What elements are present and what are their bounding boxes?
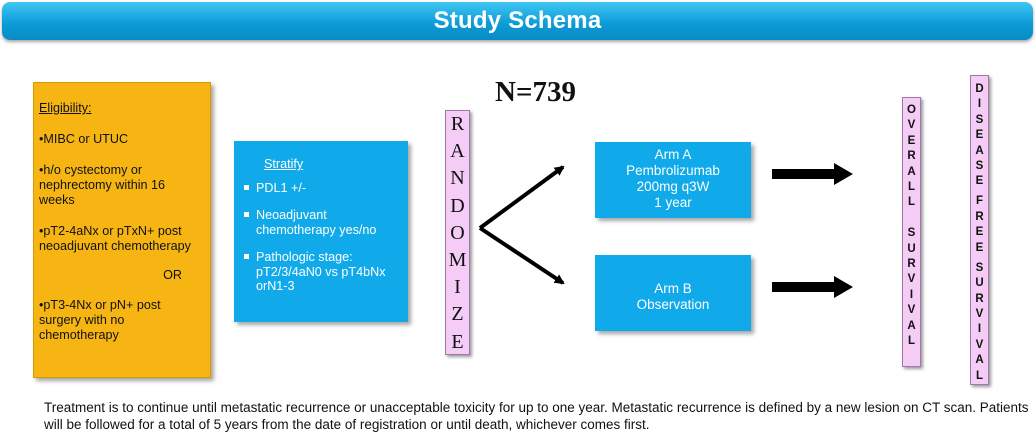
- arm-b-line: Arm B: [654, 281, 692, 296]
- footer-note: Treatment is to continue until metastati…: [44, 400, 1029, 432]
- overall-survival-letter: R: [907, 150, 916, 163]
- overall-survival-letter: A: [907, 165, 916, 178]
- disease-free-survival-letter: I: [977, 98, 982, 111]
- eligibility-item: •pT2-4aNx or pTxN+ post neoadjuvant chem…: [39, 224, 191, 253]
- eligibility-heading: Eligibility:: [39, 101, 92, 115]
- overall-survival-letter: V: [907, 304, 916, 317]
- randomize-letter: M: [448, 248, 467, 271]
- disease-free-survival-letter: V: [975, 307, 984, 320]
- stratify-list: PDL1 +/- Neoadjuvant chemotherapy yes/no…: [240, 181, 400, 294]
- disease-free-survival-letter: E: [975, 129, 984, 142]
- stratify-heading: Stratify: [264, 157, 304, 171]
- randomize-letter: D: [450, 194, 465, 217]
- overall-survival-letter: V: [907, 273, 916, 286]
- overall-survival-letter: I: [909, 288, 914, 301]
- arm-a-line: Pembrolizumab: [626, 163, 720, 178]
- overall-survival-letter: S: [907, 227, 916, 240]
- disease-free-survival-letter: F: [975, 195, 984, 208]
- disease-free-survival-letter: A: [975, 144, 984, 157]
- randomize-letter: N: [450, 167, 465, 190]
- disease-free-survival-letter: S: [975, 113, 984, 126]
- overall-survival-letter: V: [907, 119, 916, 132]
- disease-free-survival-letter: S: [975, 160, 984, 173]
- disease-free-survival-letter: R: [975, 292, 984, 305]
- overall-survival-letter: O: [907, 104, 916, 116]
- randomize-letter: A: [450, 140, 465, 163]
- disease-free-survival-letter: S: [975, 261, 984, 274]
- stratify-item: Neoadjuvant chemotherapy yes/no: [240, 208, 400, 237]
- sample-size-label: N=739: [495, 76, 576, 108]
- page-title: Study Schema: [433, 7, 602, 34]
- disease-free-survival-letter: L: [975, 369, 984, 382]
- disease-free-survival-letter: E: [975, 226, 984, 239]
- randomize-letter: O: [450, 221, 465, 244]
- disease-free-survival-letter: R: [975, 210, 984, 223]
- randomize-arrow-down: [478, 226, 565, 285]
- disease-free-survival-letter: E: [975, 175, 984, 188]
- disease-free-survival-letter: D: [975, 83, 984, 95]
- overall-survival-letter: U: [907, 242, 916, 255]
- arm-a-line: 200mg q3W: [636, 179, 710, 194]
- disease-free-survival-letter: A: [975, 354, 984, 367]
- arm-a-box: Arm A Pembrolizumab 200mg q3W 1 year: [595, 142, 751, 218]
- eligibility-item: •h/o cystectomy or nephrectomy within 16…: [39, 163, 166, 207]
- overall-survival-letter: E: [907, 134, 916, 147]
- stratify-item: PDL1 +/-: [240, 181, 400, 196]
- overall-survival-letter: L: [907, 196, 916, 209]
- overall-survival-letter: L: [907, 335, 916, 348]
- arm-b-box: Arm B Observation: [595, 255, 751, 331]
- overall-survival-letter: A: [907, 319, 916, 332]
- randomize-letter: Z: [451, 303, 464, 326]
- overall-survival-letter: L: [907, 181, 916, 194]
- disease-free-survival-letter: V: [975, 338, 984, 351]
- arm-a-line: Arm A: [654, 147, 692, 162]
- eligibility-item: •MIBC or UTUC: [39, 132, 129, 146]
- disease-free-survival-letter: U: [975, 277, 984, 290]
- eligibility-item: •pT3-4Nx or pN+ post surgery with no che…: [39, 298, 161, 342]
- eligibility-or: OR: [163, 268, 182, 282]
- stratify-item: Pathologic stage: pT2/3/4aN0 vs pT4bNx o…: [240, 250, 400, 294]
- randomize-letter: I: [454, 276, 461, 299]
- stratify-box: Stratify PDL1 +/- Neoadjuvant chemothera…: [234, 141, 408, 322]
- disease-free-survival-letter: I: [977, 323, 982, 336]
- randomize-letter: R: [450, 113, 465, 135]
- arm-a-line: 1 year: [654, 195, 692, 210]
- randomize-letter: E: [451, 330, 464, 353]
- arm-b-arrow: [772, 276, 853, 298]
- title-bar: Study Schema: [2, 2, 1033, 40]
- arm-a-arrow: [772, 163, 853, 185]
- overall-survival-letter: R: [907, 258, 916, 271]
- disease-free-survival-letter: E: [975, 241, 984, 254]
- randomize-arrow-up: [478, 165, 565, 230]
- eligibility-box: Eligibility: •MIBC or UTUC •h/o cystecto…: [33, 82, 211, 378]
- arm-b-line: Observation: [636, 297, 710, 312]
